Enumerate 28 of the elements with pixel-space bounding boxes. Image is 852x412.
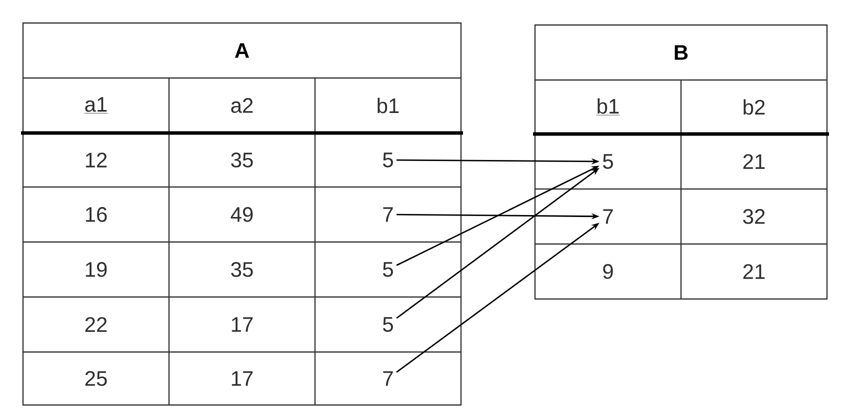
column-header: b1	[596, 98, 620, 116]
cell-value: 12	[86, 152, 107, 168]
cell-value: 49	[230, 207, 253, 222]
cell-value: 5	[603, 154, 613, 169]
column-header: b2	[744, 99, 765, 115]
cell-value: 35	[231, 152, 253, 168]
cell-value: 35	[231, 262, 253, 277]
cell-value: 32	[743, 209, 765, 224]
cell-value: 25	[85, 371, 107, 386]
cell-value: 5	[383, 152, 393, 168]
column-header: b1	[378, 98, 399, 114]
column-header: a1	[84, 97, 108, 114]
table-title: B	[674, 45, 688, 60]
cell-value: 19	[86, 262, 107, 277]
cell-value: 17	[232, 371, 253, 386]
cell-value: 7	[383, 371, 393, 386]
cell-value: 17	[232, 317, 253, 332]
cell-value: 7	[603, 209, 613, 224]
column-header: a2	[231, 98, 253, 113]
cell-value: 9	[603, 264, 613, 279]
cell-value: 22	[85, 317, 107, 332]
cell-value: 5	[383, 262, 393, 277]
cell-value: 21	[743, 154, 765, 169]
table-title: A	[234, 43, 250, 58]
cell-value: 5	[383, 317, 393, 332]
cell-value: 21	[743, 264, 765, 279]
cell-value: 7	[383, 207, 393, 222]
cell-value: 16	[86, 207, 107, 222]
